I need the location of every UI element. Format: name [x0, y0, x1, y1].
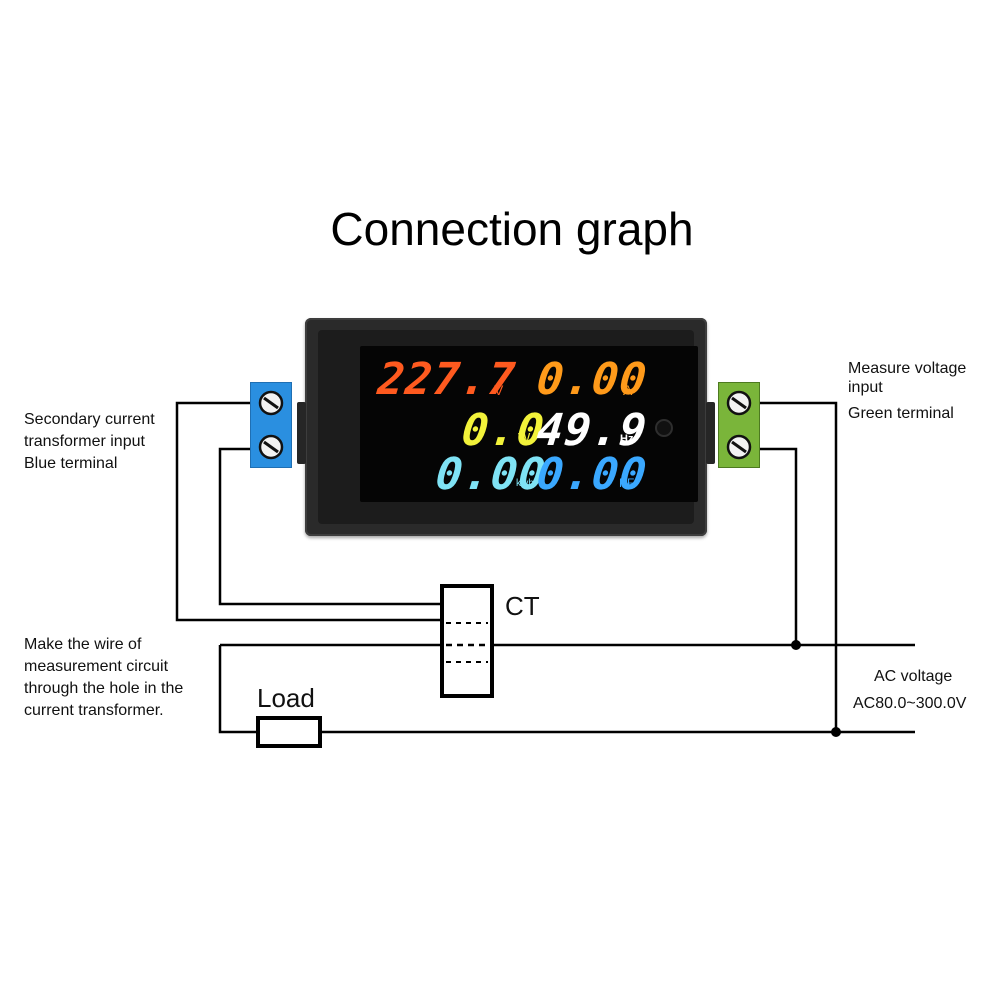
note-line: input — [848, 379, 883, 396]
energy-unit: kwh — [516, 478, 534, 489]
note-line: Green terminal — [848, 405, 954, 422]
frequency-unit: Hz — [620, 433, 634, 445]
power-unit: W — [518, 430, 531, 445]
frequency-value: 49.9 — [534, 405, 650, 456]
note-line: measurement circuit — [24, 658, 169, 675]
note-line: Blue terminal — [24, 455, 118, 472]
load-label: Load — [257, 683, 315, 713]
note-line: through the hole in the — [24, 680, 184, 697]
lcd-screen — [360, 346, 698, 502]
energy-value: 0.00 — [433, 449, 549, 500]
wire-green-bottom — [760, 447, 798, 645]
voltage-unit: V — [494, 382, 504, 398]
note-line: Secondary current — [24, 411, 155, 428]
ct-instruction-note: Make the wire of measurement circuit thr… — [24, 634, 183, 722]
current-unit: A — [623, 382, 633, 398]
measure-voltage-note: Measure voltage input Green terminal — [848, 359, 966, 423]
ct-label: CT — [505, 591, 540, 621]
power-value: 0.0 — [459, 405, 548, 456]
green-terminal-screws — [726, 390, 752, 460]
ct-box — [440, 584, 494, 698]
load-resistor — [256, 716, 322, 748]
blue-terminal-screws — [258, 390, 284, 460]
meter-side-tab — [297, 402, 306, 464]
ac-voltage-label: AC voltage — [874, 668, 953, 685]
secondary-ct-note: Secondary current transformer input Blue… — [24, 409, 155, 475]
screw-icon — [726, 390, 752, 416]
screw-icon — [726, 434, 752, 460]
meter-side-tab — [706, 402, 715, 464]
junction-dot — [831, 727, 841, 737]
power-factor-value: 0.00 — [534, 449, 650, 500]
wire-blue-top — [175, 401, 442, 622]
line-loop — [218, 645, 258, 734]
ac-voltage-range: AC80.0~300.0V — [853, 695, 967, 712]
page-title: Connection graph — [330, 203, 694, 255]
note-line: Make the wire of — [24, 636, 142, 653]
screw-icon — [258, 390, 284, 416]
sensor-dot — [655, 419, 673, 437]
screw-icon — [258, 434, 284, 460]
note-line: current transformer. — [24, 702, 164, 719]
wire-blue-bottom — [218, 447, 442, 606]
power-factor-unit: PF — [619, 476, 635, 490]
note-line: Measure voltage — [848, 360, 967, 377]
junction-dot — [791, 640, 801, 650]
wire-green-top — [760, 401, 838, 732]
note-line: transformer input — [24, 433, 145, 450]
